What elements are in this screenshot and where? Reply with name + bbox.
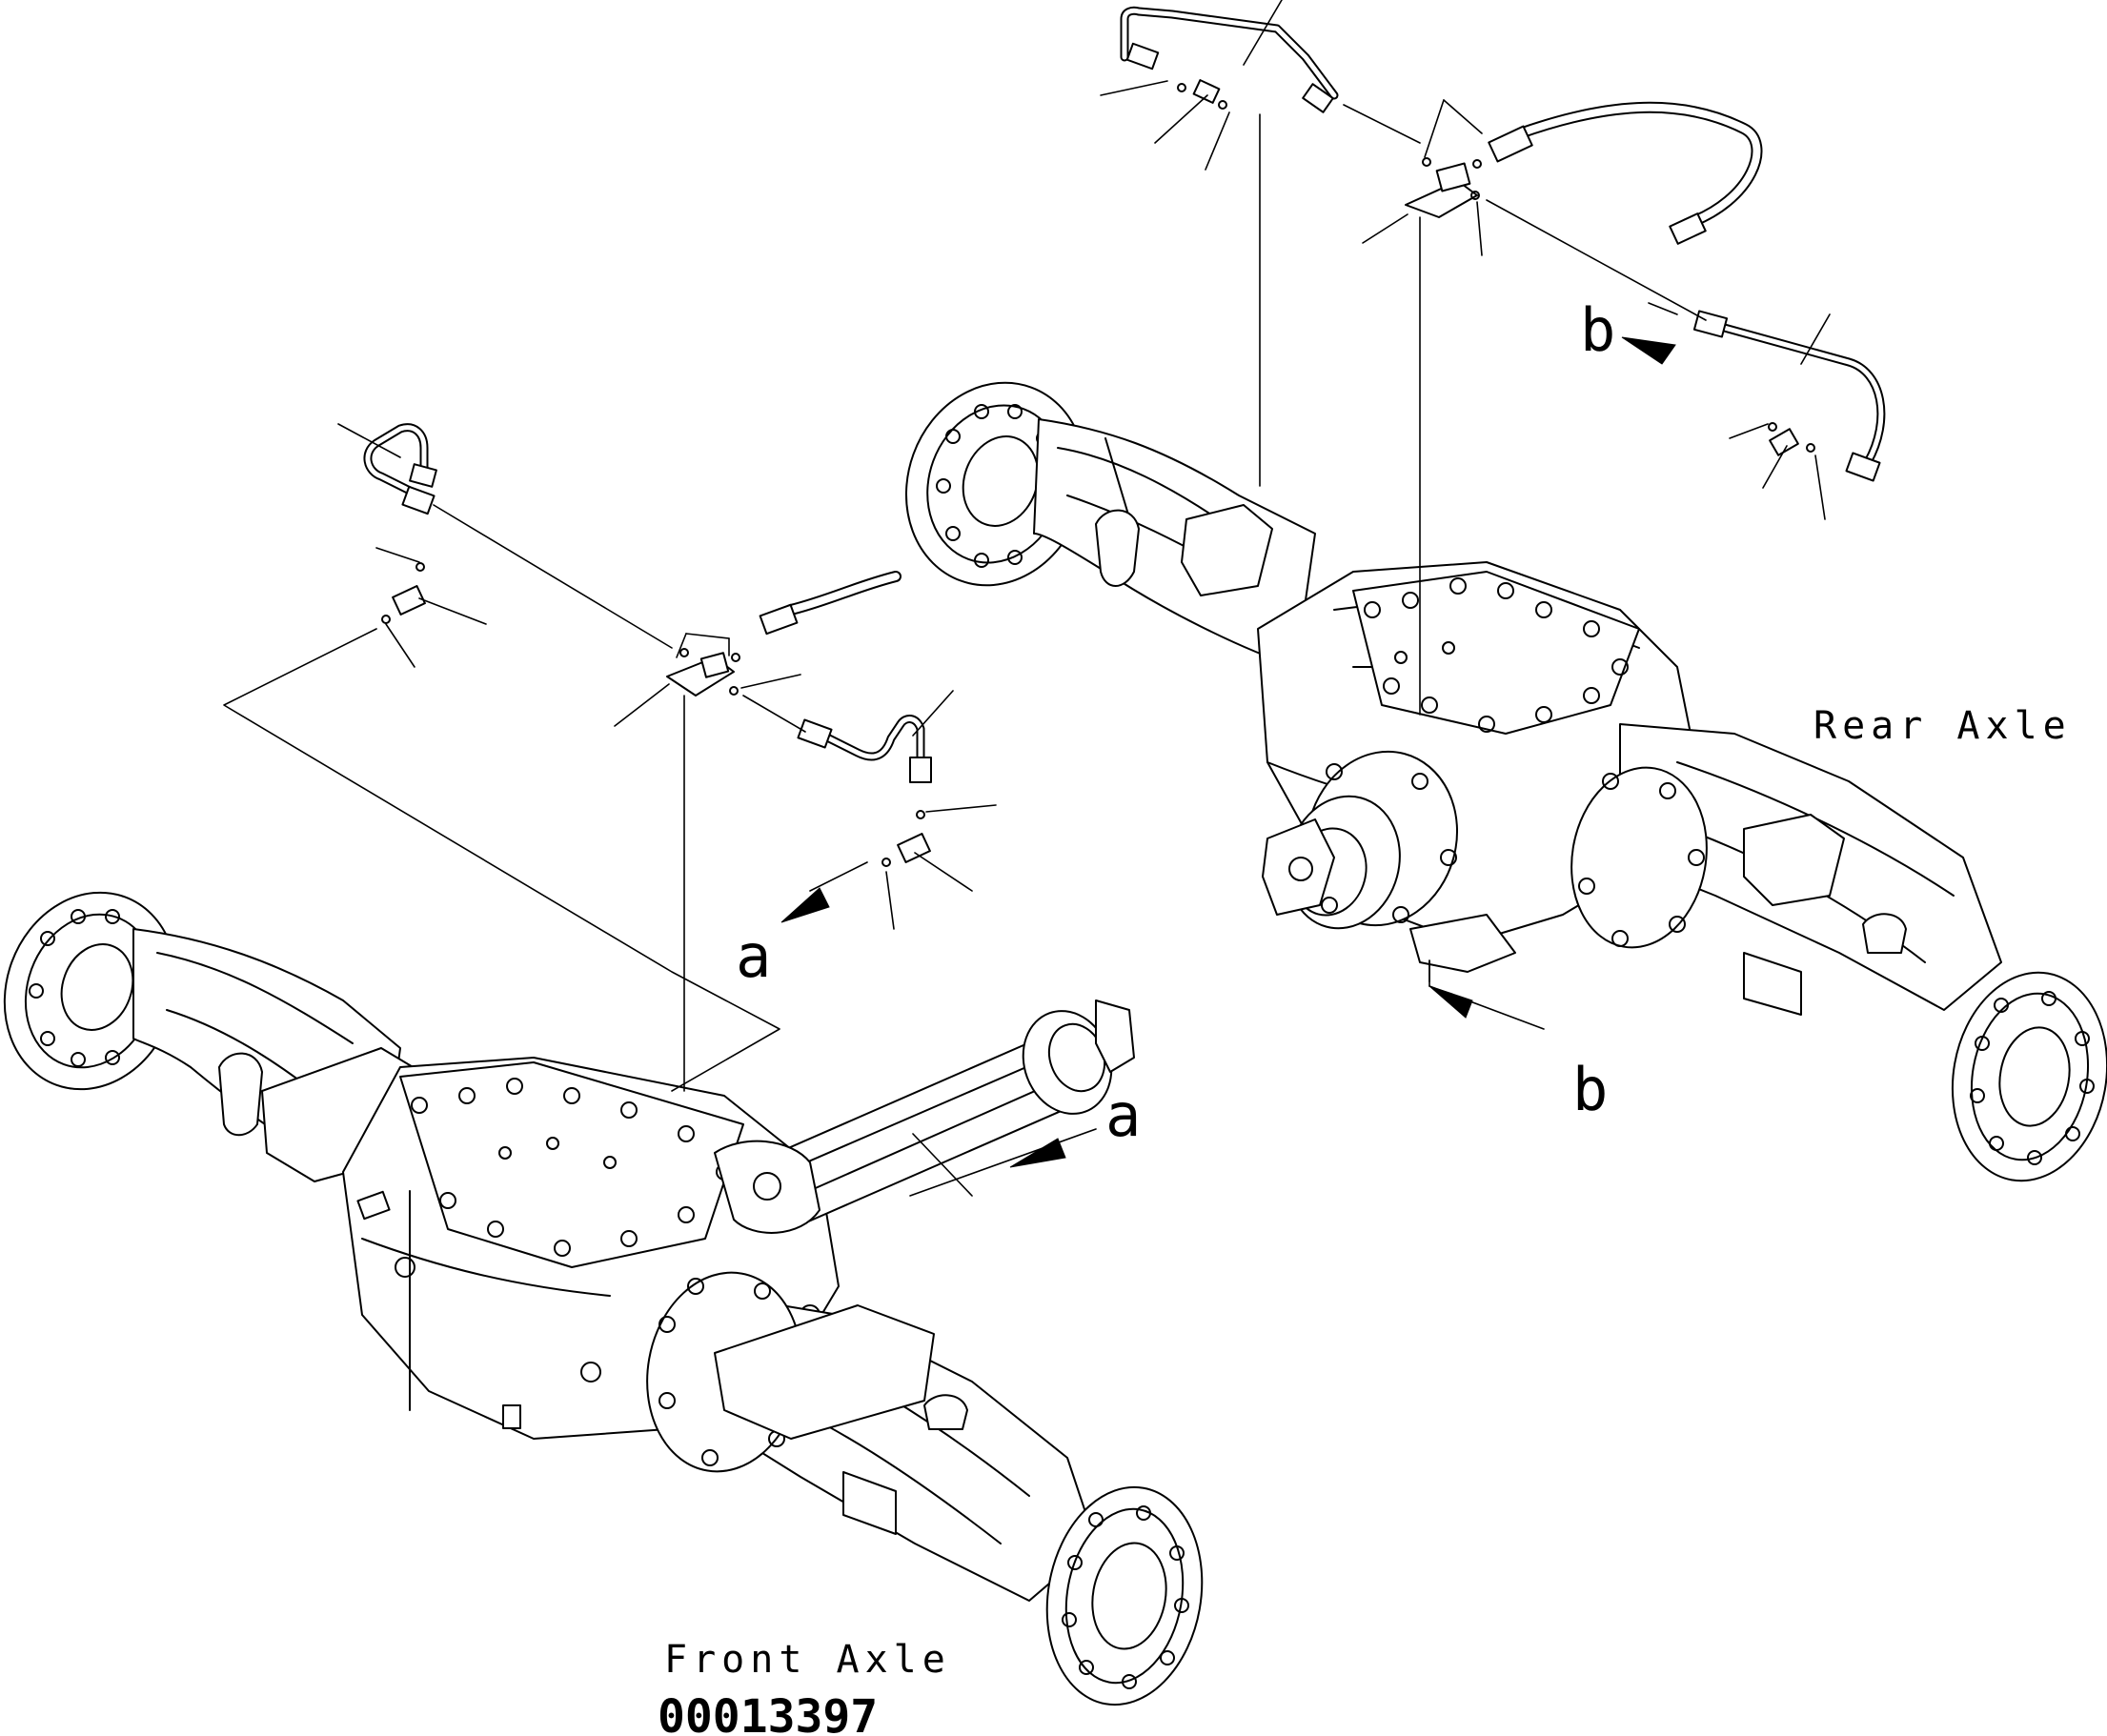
ref-label-a-lower: a: [1105, 1080, 1141, 1150]
rear-brake-piping: [1100, 0, 1886, 1030]
direction-arrow-a-top: [780, 861, 868, 923]
drawing-number: 00013397: [658, 1690, 878, 1736]
ref-label-b-lower: b: [1572, 1055, 1608, 1124]
direction-arrow-b-lower: [1428, 959, 1545, 1030]
ref-label-b-top: b: [1580, 295, 1615, 365]
rear-axle-label: Rear Axle: [1813, 704, 2072, 748]
direction-arrow-b-top: [1621, 302, 1678, 365]
front-drive-shaft: [733, 999, 1135, 1230]
front-axle-assembly: [3, 891, 1204, 1706]
rear-pinion-flange: [1262, 750, 1459, 930]
direction-arrow-a-lower: [909, 1128, 1097, 1197]
rear-axle-assembly: [904, 381, 2107, 1182]
front-brake-piping: [223, 423, 1097, 1197]
front-right-wheel-hub: [1045, 1485, 1204, 1706]
rear-right-wheel-hub: [1951, 971, 2107, 1182]
ref-label-a-top: a: [736, 921, 771, 991]
front-axle-label: Front Axle: [664, 1638, 951, 1682]
